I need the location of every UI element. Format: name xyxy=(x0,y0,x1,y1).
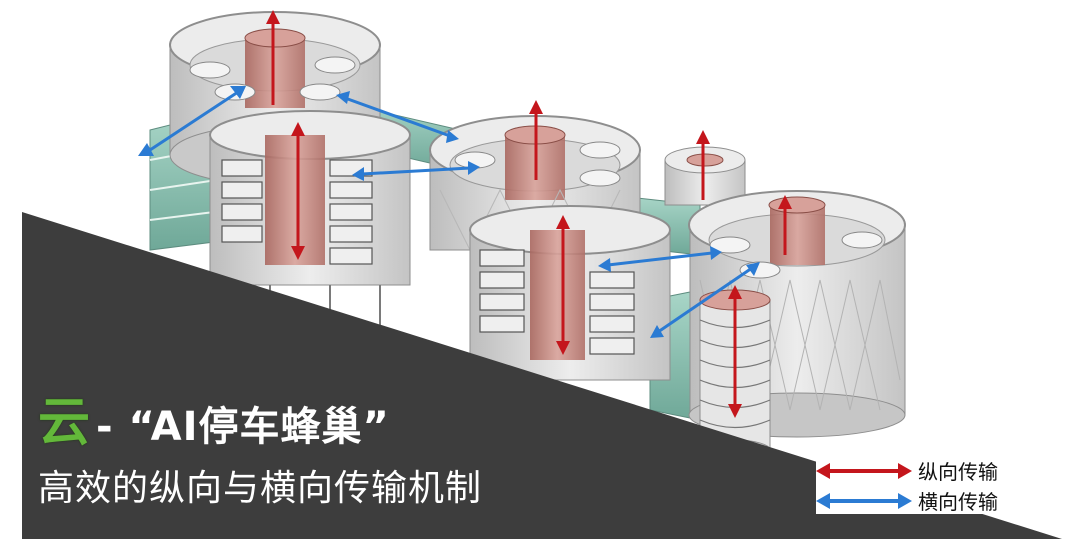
vertical-arrow xyxy=(291,122,305,260)
tower-small-top xyxy=(664,146,746,206)
vertical-arrow xyxy=(529,100,543,180)
vertical-arrow xyxy=(266,10,280,105)
horizontal-arrow xyxy=(598,246,722,272)
double-arrow-red-icon xyxy=(816,462,912,479)
legend-item-vertical: 纵向传输 xyxy=(816,456,998,485)
vertical-arrow xyxy=(778,195,792,255)
legend: 纵向传输 横向传输 xyxy=(816,452,1036,514)
horizontal-arrow xyxy=(336,91,459,143)
double-arrow-blue-icon xyxy=(816,492,912,509)
vertical-arrow xyxy=(696,130,710,200)
vertical-arrow xyxy=(728,285,742,418)
title-subtitle: 高效的纵向与横向传输机制 xyxy=(38,468,483,509)
legend-item-horizontal: 横向传输 xyxy=(816,486,998,515)
tower-2 xyxy=(209,110,411,335)
horizontal-transport-arrows xyxy=(138,86,760,338)
dark-title-band xyxy=(22,212,1062,539)
tower-4 xyxy=(469,205,671,381)
title-block: 云 - “AI停车蜂巢” 高效的纵向与横向传输机制 xyxy=(38,380,482,511)
legend-label: 纵向传输 xyxy=(918,460,998,484)
legend-label: 横向传输 xyxy=(918,490,998,514)
horizontal-arrow xyxy=(138,86,246,156)
title-main: - “AI停车蜂巢” xyxy=(96,404,390,450)
vertical-transport-arrows xyxy=(266,10,792,418)
title-prefix: 云 xyxy=(38,393,91,453)
horizontal-arrow xyxy=(650,262,760,338)
horizontal-arrow xyxy=(352,161,480,181)
vertical-arrow xyxy=(556,215,570,355)
